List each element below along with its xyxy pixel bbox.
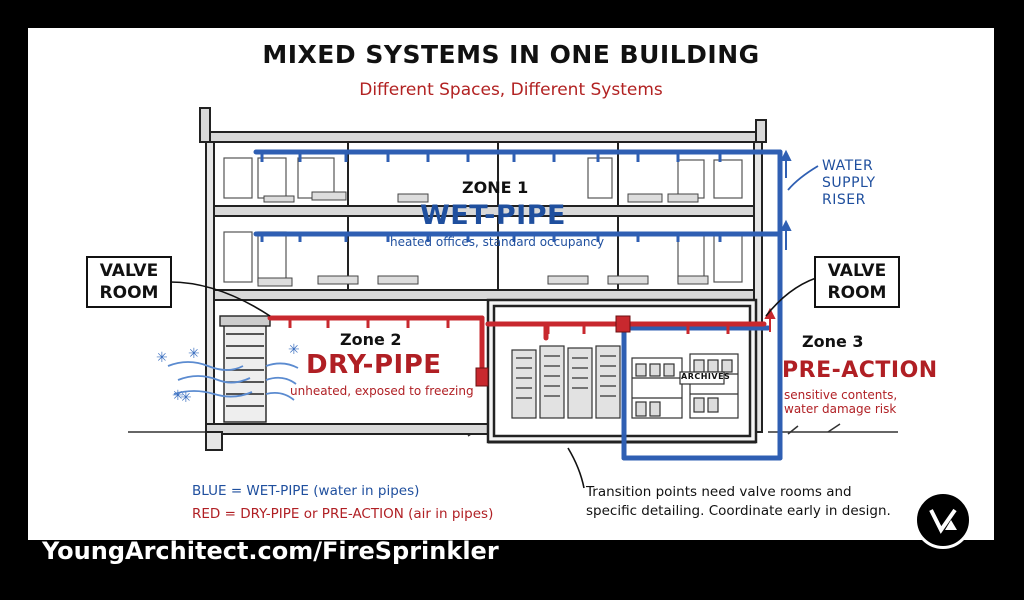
valve-room-callout-left: VALVE ROOM (86, 256, 172, 308)
riser-line1: WATER (822, 158, 874, 174)
garage-door (219, 315, 271, 423)
zone1-description: heated offices, standard occupancy (390, 235, 605, 249)
valve-room-left-line1: VALVE (99, 261, 159, 281)
svg-text:✳: ✳ (172, 388, 184, 404)
legend-red: RED = DRY-PIPE or PRE-ACTION (air in pip… (192, 506, 494, 522)
riser-leader (787, 165, 819, 191)
cold-wind-lines (167, 361, 299, 401)
archives-label: ARCHIVES (681, 372, 731, 381)
archive-shelves (631, 353, 739, 419)
design-note-line2: specific detailing. Coordinate early in … (586, 503, 891, 519)
zone2-label: Zone 2 (340, 330, 402, 349)
zone3-description-line1: sensitive contents, (784, 388, 898, 402)
page-subtitle: Different Spaces, Different Systems (359, 80, 663, 100)
zone2-system: DRY-PIPE (306, 350, 442, 380)
dry-pipe-drops (288, 318, 730, 334)
wet-pipe-network (253, 149, 783, 461)
zone1-label: ZONE 1 (462, 178, 529, 197)
office-desks (257, 191, 709, 287)
valve-room-right-line2: ROOM (827, 283, 887, 303)
server-racks (511, 345, 621, 419)
valve-room-left-line2: ROOM (99, 283, 159, 303)
page-title: MIXED SYSTEMS IN ONE BUILDING (262, 40, 760, 69)
design-note-line1: Transition points need valve rooms and (586, 484, 852, 500)
design-note: Transition points need valve rooms and s… (586, 483, 891, 521)
svg-text:✳: ✳ (188, 346, 200, 362)
zone3-label: Zone 3 (802, 332, 864, 351)
svg-text:✳: ✳ (156, 350, 168, 366)
riser-arrows (780, 149, 792, 250)
dry-valve (475, 315, 631, 387)
snowflake-icon: ✳ ✳ ✳ ✳ ✳ (156, 342, 300, 406)
legend-blue: BLUE = WET-PIPE (water in pipes) (192, 483, 420, 499)
zone3-description-line2: water damage risk (784, 402, 897, 416)
logo-mark-icon (929, 508, 957, 534)
wet-pipe-drops (260, 152, 722, 242)
zone1-system: WET-PIPE (420, 200, 566, 231)
zone2-description: unheated, exposed to freezing (290, 384, 474, 398)
water-supply-riser-label: WATER SUPPLY RISER (822, 158, 876, 209)
building-section-drawing: ✳ ✳ ✳ ✳ ✳ (128, 107, 898, 489)
diagram-canvas: MIXED SYSTEMS IN ONE BUILDING Different … (28, 28, 994, 540)
riser-line3: RISER (822, 192, 866, 208)
riser-line2: SUPPLY (822, 175, 876, 191)
young-architect-logo (914, 491, 972, 549)
callout-leaders (169, 277, 817, 489)
svg-text:✳: ✳ (180, 390, 192, 406)
zone3-system: PRE-ACTION (782, 358, 938, 383)
valve-room-right-line1: VALVE (827, 261, 887, 281)
svg-text:✳: ✳ (288, 342, 300, 358)
valve-room-callout-right: VALVE ROOM (814, 256, 900, 308)
footer-url[interactable]: YoungArchitect.com/FireSprinkler (42, 537, 499, 565)
